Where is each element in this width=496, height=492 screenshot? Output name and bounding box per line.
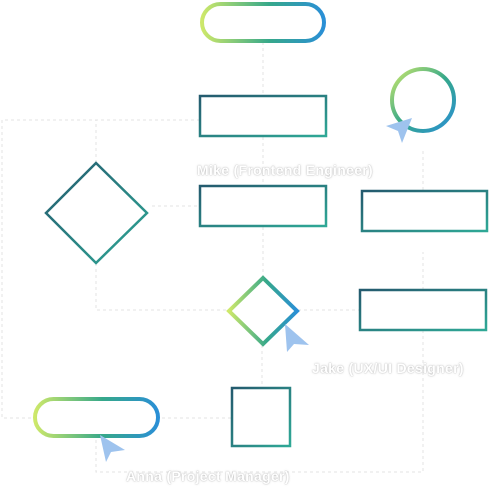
decision-diamond-large[interactable] [44,161,149,265]
edge-big-decision-to-small-decision [95,263,228,311]
process-node-4[interactable] [358,288,488,332]
connector-circle[interactable] [390,67,456,133]
collaborator-label-anna: Anna (Project Manager) [126,468,290,484]
process-node-3[interactable] [360,189,489,233]
decision-diamond-small[interactable] [226,275,300,347]
process-node-2[interactable] [198,184,328,228]
connector-edges [1,42,424,473]
end-terminator[interactable] [33,397,160,438]
collaborator-label-mike: Mike (Frontend Engineer) [197,162,373,178]
edge-process1-loop-left [1,119,200,419]
start-terminator[interactable] [200,2,326,43]
process-node-1[interactable] [198,94,328,138]
cursor-pointer-icon [386,118,412,143]
cursor-pointer-icon [285,324,309,352]
collaborator-label-jake: Jake (UX/UI Designer) [312,360,464,376]
cursor-pointer-icon [100,435,125,462]
process-node-square[interactable] [230,386,292,448]
edge-process4-loop-bottom [95,330,424,473]
